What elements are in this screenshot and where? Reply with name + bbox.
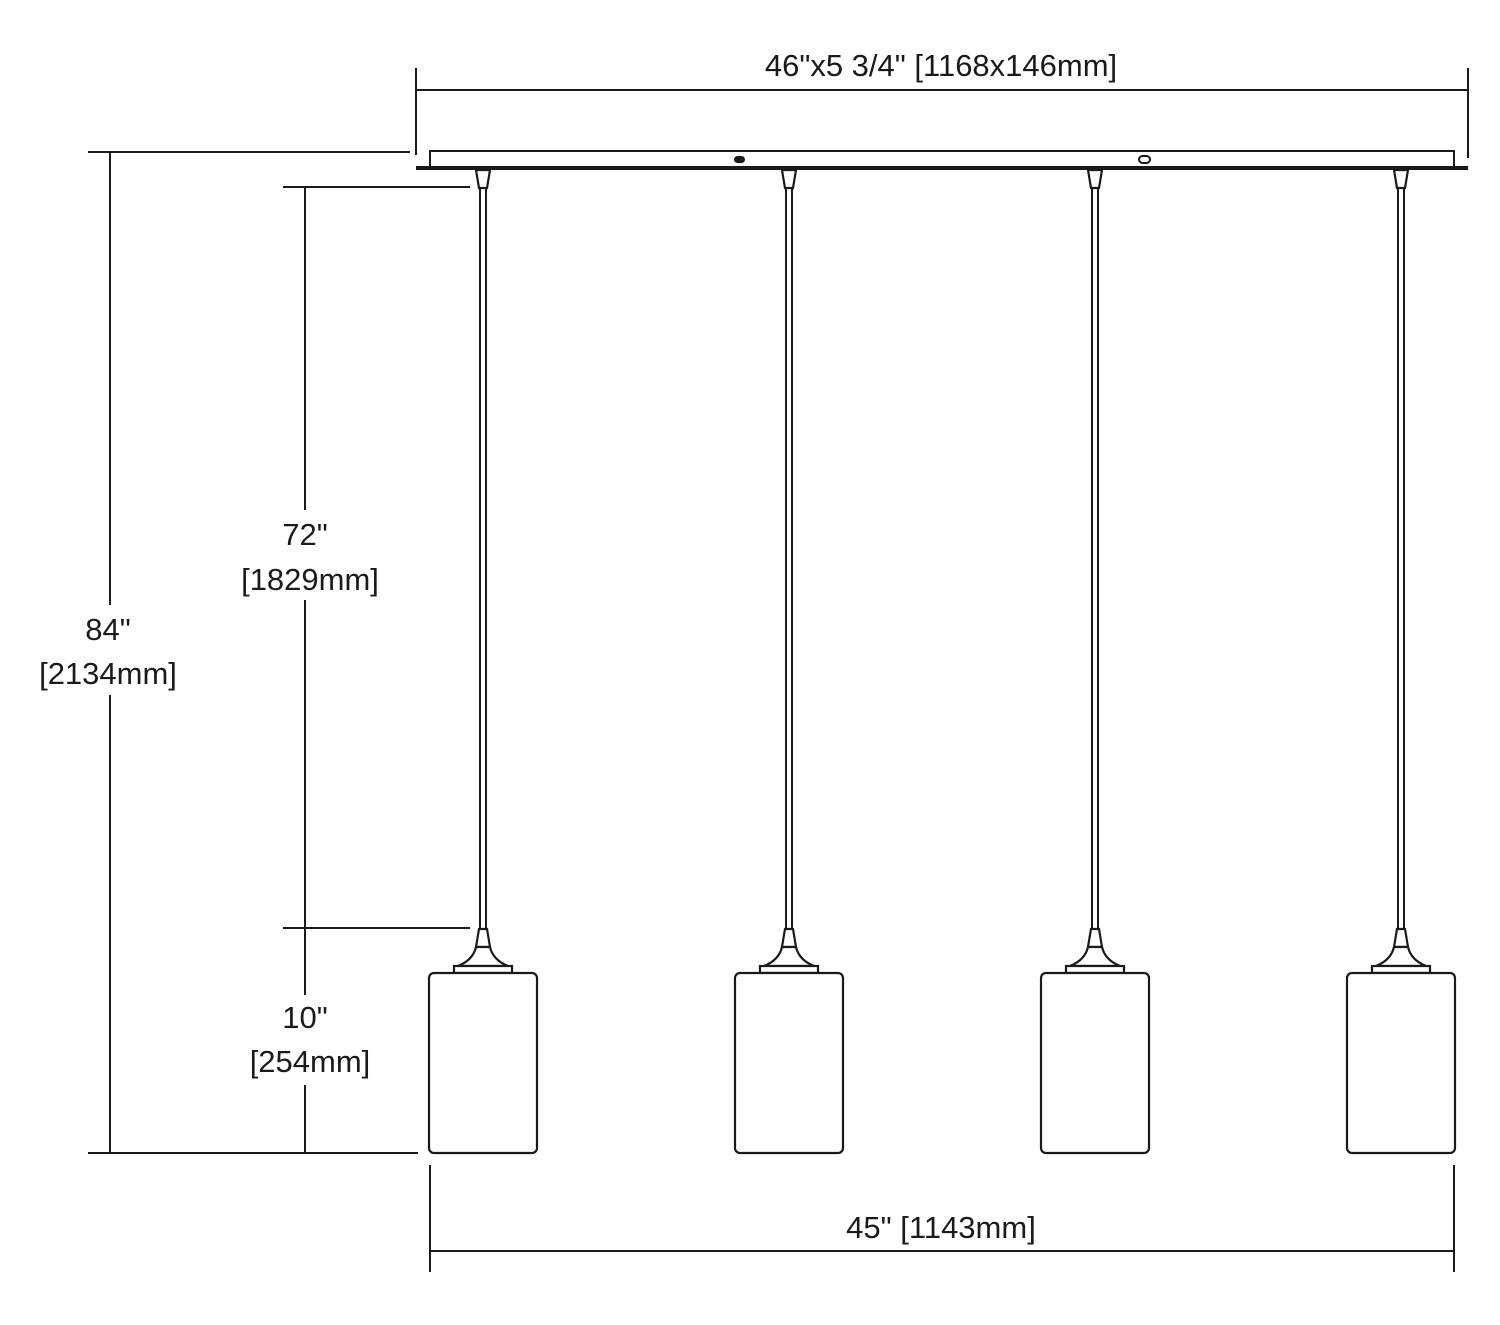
overall-height-imperial: 84" xyxy=(85,612,131,647)
socket-bell xyxy=(1069,945,1121,968)
socket-neck xyxy=(780,927,798,949)
overall-height-dimension: 84" [2134mm] xyxy=(20,151,418,1154)
cord-grip xyxy=(1392,168,1410,190)
shade-height-metric: [254mm] xyxy=(250,1044,371,1079)
socket-neck xyxy=(1392,927,1410,949)
cord-grip xyxy=(474,168,492,190)
pendant xyxy=(733,168,845,1155)
socket-neck xyxy=(1086,927,1104,949)
glass-shade xyxy=(1345,971,1457,1155)
canopy-dimension-label: 46"x5 3/4" [1168x146mm] xyxy=(765,48,1117,83)
socket-bell xyxy=(763,945,815,968)
pendants xyxy=(427,168,1457,1155)
overall-width-label: 45" [1143mm] xyxy=(846,1210,1036,1245)
pendant xyxy=(1345,168,1457,1155)
canopy-width-dimension: 46"x5 3/4" [1168x146mm] xyxy=(415,48,1469,158)
cord-grip xyxy=(780,168,798,190)
canopy xyxy=(416,150,1468,170)
shade-height-dimension: 10" [254mm] xyxy=(235,995,385,1085)
socket-bell xyxy=(1375,945,1427,968)
cord-length-dimension: 72" [1829mm] xyxy=(225,186,470,1153)
cord-length-metric: [1829mm] xyxy=(241,562,379,597)
cord-grip xyxy=(1086,168,1104,190)
glass-shade xyxy=(733,971,845,1155)
socket-bell xyxy=(457,945,509,968)
overall-width-dimension: 45" [1143mm] xyxy=(429,1165,1455,1272)
pendant xyxy=(1039,168,1151,1155)
glass-shade xyxy=(1039,971,1151,1155)
pendant xyxy=(427,168,539,1155)
overall-height-metric: [2134mm] xyxy=(39,656,177,691)
cord-length-imperial: 72" xyxy=(282,517,328,552)
socket-neck xyxy=(474,927,492,949)
glass-shade xyxy=(427,971,539,1155)
canopy-screw xyxy=(734,156,745,163)
canopy-screw xyxy=(1138,155,1151,164)
shade-height-imperial: 10" xyxy=(282,1000,328,1035)
